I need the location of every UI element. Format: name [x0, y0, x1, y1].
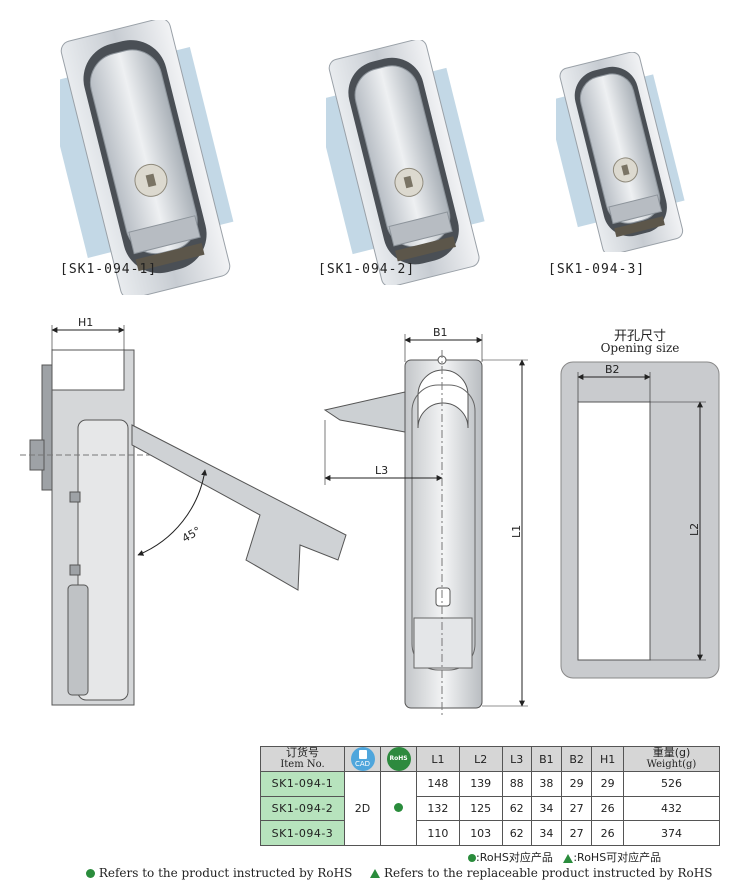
dim-b1: B1	[433, 326, 448, 339]
dim-l3: L3	[375, 464, 388, 477]
rohs-dot-icon	[468, 854, 476, 862]
header-b2: B2	[561, 746, 593, 772]
dim-l1: L1	[510, 525, 523, 538]
table-row: SK1-094-2 132 125 62 34 27 26 432	[260, 795, 720, 822]
cell-l2: 125	[458, 795, 503, 822]
triangle-icon	[370, 869, 381, 878]
cell-h1: 29	[591, 771, 624, 797]
cell-l1: 110	[416, 820, 460, 846]
product-photo-sk1-094-3	[556, 52, 685, 252]
rohs-dot-icon	[86, 869, 95, 878]
caption-sk1-094-2: [SK1-094-2]	[318, 262, 416, 277]
opening-size-title: 开孔尺寸	[613, 329, 666, 344]
technical-drawings: H1 45° B1 L3 L1 B2 L2	[20, 316, 720, 718]
cell-l3: 62	[501, 820, 532, 846]
footer-rohs: Refers to the product instructed by RoHS	[98, 866, 353, 880]
rohs-icon: RoHS	[386, 747, 411, 771]
dim-angle: 45°	[180, 524, 203, 545]
cell-h1: 26	[591, 795, 624, 822]
header-item-no: 订货号 Item No.	[260, 746, 345, 772]
cell-b1: 34	[530, 820, 563, 846]
header-h1: H1	[591, 746, 624, 772]
table-row: SK1-094-1 2D 148 139 88 38 29 29 526	[260, 771, 720, 846]
cell-item: SK1-094-1	[260, 771, 345, 797]
header-l1: L1	[416, 746, 460, 772]
dim-l2: L2	[688, 523, 701, 536]
dim-h1: H1	[78, 316, 93, 329]
footer-legend: Refers to the product instructed by RoHS…	[86, 866, 712, 880]
cell-h1: 26	[591, 820, 624, 846]
header-rohs: RoHS	[380, 746, 417, 772]
cell-b1: 34	[530, 795, 563, 822]
cad-icon: CAD	[350, 747, 375, 771]
table-header-row: 订货号 Item No. CAD RoHS L1 L2 L3 B1 B2 H1 …	[260, 746, 720, 772]
cell-l3: 88	[501, 771, 532, 797]
cell-l1: 132	[416, 795, 460, 822]
dim-b2: B2	[605, 363, 620, 376]
front-view-drawing: B1 L3 L1	[323, 326, 528, 718]
header-weight: 重量(g) Weight(g)	[623, 746, 720, 772]
cell-weight: 526	[623, 771, 720, 797]
cell-rohs-value	[380, 771, 417, 846]
side-view-drawing: H1 45°	[20, 316, 347, 706]
product-photo-sk1-094-1	[60, 20, 234, 295]
cell-l2: 139	[458, 771, 503, 797]
opening-size-drawing: B2 L2	[560, 361, 720, 679]
cell-item: SK1-094-2	[260, 795, 345, 822]
product-photo-sk1-094-2	[326, 40, 485, 285]
header-l3: L3	[501, 746, 532, 772]
triangle-icon	[563, 853, 574, 863]
table-row: SK1-094-3 110 103 62 34 27 26 374	[260, 820, 720, 846]
cell-b2: 27	[561, 820, 593, 846]
cell-l3: 62	[501, 795, 532, 822]
cell-l1: 148	[416, 771, 460, 797]
cell-l2: 103	[458, 820, 503, 846]
caption-sk1-094-1: [SK1-094-1]	[60, 262, 158, 277]
cell-weight: 432	[623, 795, 720, 822]
cell-b2: 29	[561, 771, 593, 797]
legend-rohs: :RoHS对应产品	[476, 851, 553, 864]
spec-table: 订货号 Item No. CAD RoHS L1 L2 L3 B1 B2 H1 …	[260, 746, 720, 846]
header-b1: B1	[530, 746, 563, 772]
rohs-dot-icon	[394, 803, 403, 812]
legend-replaceable: :RoHS可对应产品	[573, 851, 662, 864]
table-legend: :RoHS对应产品 :RoHS可对应产品	[468, 849, 661, 865]
cell-b2: 27	[561, 795, 593, 822]
cell-b1: 38	[530, 771, 563, 797]
opening-size-subtitle: Opening size	[600, 341, 680, 355]
header-cad: CAD	[344, 746, 381, 772]
cell-item: SK1-094-3	[260, 820, 345, 846]
cell-weight: 374	[623, 820, 720, 846]
cell-cad-value: 2D	[344, 771, 381, 846]
caption-sk1-094-3: [SK1-094-3]	[548, 262, 646, 277]
footer-replaceable: Refers to the replaceable product instru…	[383, 866, 713, 880]
header-l2: L2	[458, 746, 503, 772]
